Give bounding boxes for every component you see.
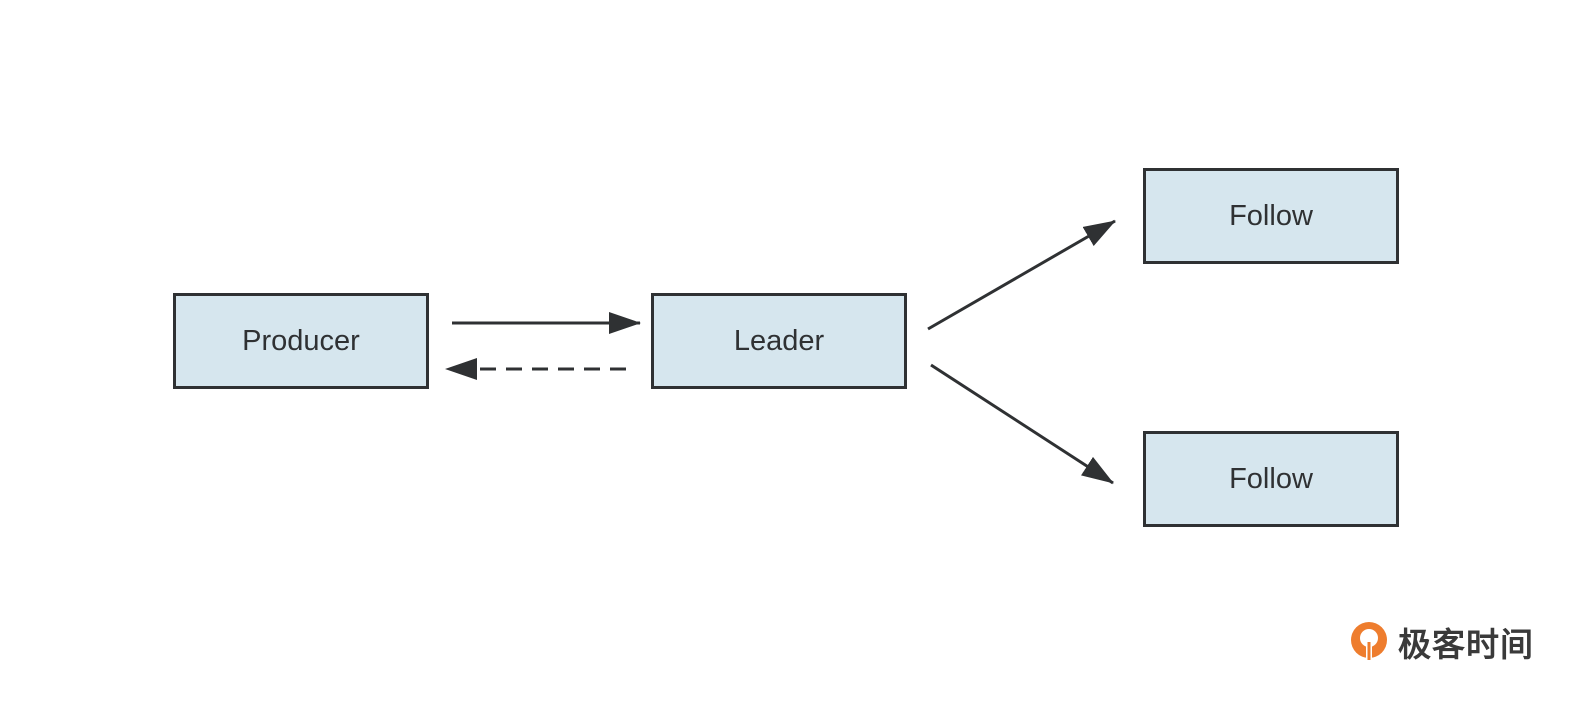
- producer-label: Producer: [242, 324, 360, 357]
- geektime-logo-icon: [1351, 622, 1387, 662]
- follow-bottom-label: Follow: [1229, 462, 1313, 495]
- leader-node: Leader: [651, 293, 907, 389]
- follow-node-bottom: Follow: [1143, 431, 1399, 527]
- edge-leader-to-follow-top: [927, 219, 1116, 331]
- geektime-logo-text: 极客时间: [1398, 625, 1534, 664]
- follow-top-label: Follow: [1229, 199, 1313, 232]
- producer-node: Producer: [173, 293, 429, 389]
- edge-leader-to-follow-bottom: [930, 363, 1114, 485]
- leader-label: Leader: [733, 324, 825, 357]
- geektime-watermark: 极客时间: [1348, 618, 1534, 666]
- follow-node-top: Follow: [1143, 168, 1399, 264]
